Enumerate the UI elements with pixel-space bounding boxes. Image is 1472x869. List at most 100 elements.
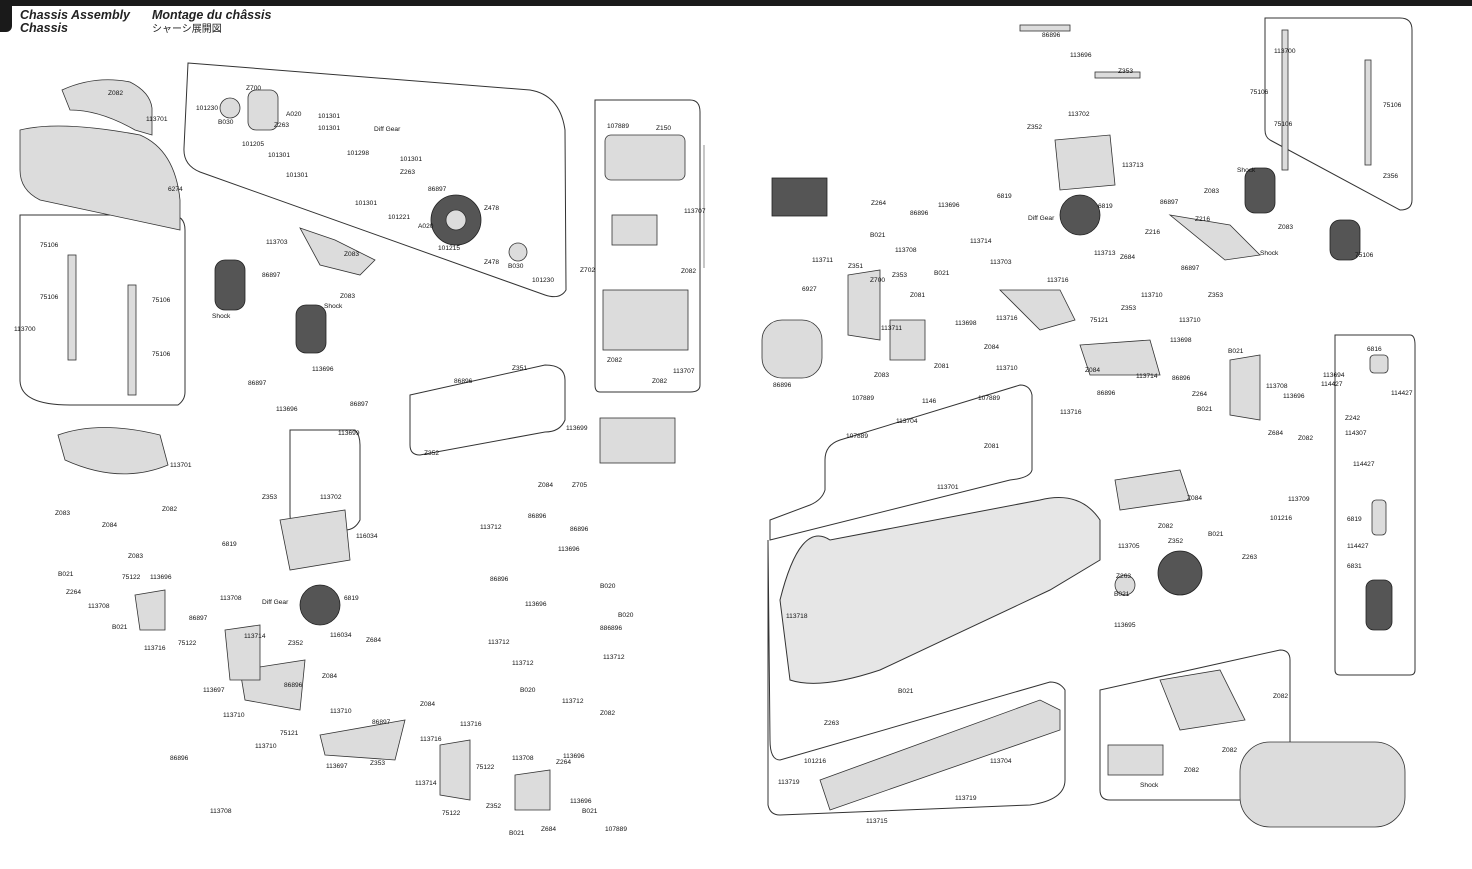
label-75106: 75106 xyxy=(152,351,171,358)
label-Z352: 113697 xyxy=(203,687,225,694)
box-body-posts xyxy=(19,214,186,406)
shock-tower-rear xyxy=(1168,214,1261,261)
motor xyxy=(761,319,823,379)
label-A020: A020 xyxy=(418,223,434,230)
label-86896: 113697 xyxy=(326,763,348,770)
diff-case xyxy=(247,89,279,131)
label-B021: Z352 xyxy=(486,803,501,810)
label-113696: 86897 xyxy=(248,380,267,387)
label-Z263: Z263 xyxy=(274,122,289,129)
label-Z353: 113702 xyxy=(320,494,342,501)
label-Z353: 113710 xyxy=(1141,292,1163,299)
label-113695: 113718 xyxy=(786,613,808,620)
label-B021: 75122 xyxy=(122,574,141,581)
center-brace-top xyxy=(1114,469,1191,511)
label-113696: B020 xyxy=(618,612,634,619)
label-86897: Z083 xyxy=(1204,188,1219,195)
label-Z081: Z083 xyxy=(874,372,889,379)
label-114427: 6819 xyxy=(1347,516,1362,523)
label-Z684: Z082 xyxy=(1298,435,1313,442)
label-113697: 86896 xyxy=(284,682,303,689)
label-107889: Z150 xyxy=(656,125,671,132)
label-86897: 113703 xyxy=(266,239,288,246)
receiver xyxy=(611,214,658,246)
label-101301: 101301 xyxy=(318,125,340,132)
pinion-gear xyxy=(1114,574,1136,596)
label-86897: 113708 xyxy=(220,595,242,602)
label-113712: Z082 xyxy=(600,710,615,717)
label-Z084: 113710 xyxy=(330,708,352,715)
label-113709: Z263 xyxy=(1116,573,1131,580)
label-6819: 114427 xyxy=(1347,543,1369,550)
label-Z082: 113705 xyxy=(1118,543,1140,550)
label-113698: 113716 xyxy=(996,315,1018,322)
label-113696: B021 xyxy=(870,232,886,239)
box-body-posts-right xyxy=(1264,17,1413,211)
label-6819: Diff Gear xyxy=(1028,215,1055,222)
label-Z084: 113716 xyxy=(1060,409,1082,416)
motor-mount-lower xyxy=(889,319,926,361)
label-Z353: 113708 xyxy=(210,808,232,815)
label-Z084: Z082 xyxy=(1158,523,1173,530)
shock-rear-bottom xyxy=(1329,219,1361,261)
label-Z478: Z478 xyxy=(484,259,499,266)
label-113708: 113714 xyxy=(244,633,266,640)
label-86896: 113712 xyxy=(480,524,502,531)
receiver-tray xyxy=(602,289,689,351)
box-chassis-lower xyxy=(767,539,1066,816)
label-113708: Z264 xyxy=(556,759,571,766)
label-6819: Diff Gear xyxy=(262,599,289,606)
label-diff-gear: 6819 xyxy=(1098,203,1113,210)
label-Z356: 113711 xyxy=(812,257,833,264)
label-113712: 113696 xyxy=(558,546,580,553)
top-bar xyxy=(0,0,1472,6)
label-116034: 6819 xyxy=(222,541,237,548)
label-113703: Z083 xyxy=(344,251,359,258)
label-Z351: Z352 xyxy=(424,450,439,457)
label-Z082: Z082 xyxy=(162,506,177,513)
label-Z084: Z084 xyxy=(102,522,117,529)
title-fr: Montage du châssis xyxy=(152,8,272,22)
battery-foam xyxy=(1107,744,1164,776)
lower-arm-rear xyxy=(999,289,1076,331)
label-B030: B030 xyxy=(218,119,234,126)
label-113712: B020 xyxy=(520,687,536,694)
shock-tower-front xyxy=(299,227,376,276)
label-113715: Z082 xyxy=(1273,693,1288,700)
label-B021: 113708 xyxy=(1266,383,1288,390)
label-75106: 75106 xyxy=(40,294,59,301)
label-75106: 113700 xyxy=(1274,48,1296,55)
label-Z083: Shock xyxy=(324,303,343,310)
label-101301: 86897 xyxy=(428,186,447,193)
title-en: Chassis Assembly xyxy=(20,8,131,22)
label-75106: 75106 xyxy=(152,297,171,304)
chassis-lower-brace xyxy=(819,699,1061,811)
label-Z082: Z082 xyxy=(1184,767,1199,774)
label-113700: 75106 xyxy=(1250,89,1269,96)
label-113701: Z084 xyxy=(1187,495,1202,502)
label-Z684: 107889 xyxy=(605,826,627,833)
label-Z082: Z082 xyxy=(652,378,667,385)
label-101301: 101301 xyxy=(355,200,377,207)
label-75106: Z356 xyxy=(1383,173,1398,180)
label-101301: 101301 xyxy=(268,152,290,159)
label-Z264: 86896 xyxy=(910,210,929,217)
label-1146: 86896 xyxy=(773,382,792,389)
knuckle-front-left xyxy=(134,589,166,631)
label-113710: Z084 xyxy=(984,344,999,351)
label-75106: 75106 xyxy=(1274,121,1293,128)
label-Z216: 86897 xyxy=(1181,265,1200,272)
label-107889: 107889 xyxy=(607,123,629,130)
label-113700: 113700 xyxy=(14,326,36,333)
label-Z083: 86897 xyxy=(262,272,281,279)
label-6819: 113713 xyxy=(1094,250,1116,257)
bearing-b030-right xyxy=(508,242,528,262)
diff-gear-front xyxy=(299,584,341,626)
label-86896: 113696 xyxy=(1070,52,1092,59)
label-B020: 886896 xyxy=(600,625,622,632)
knuckle-left xyxy=(439,739,471,801)
label-86897: 113716 xyxy=(460,721,482,728)
main-chassis xyxy=(779,497,1101,684)
label-113702: 116034 xyxy=(356,533,378,540)
